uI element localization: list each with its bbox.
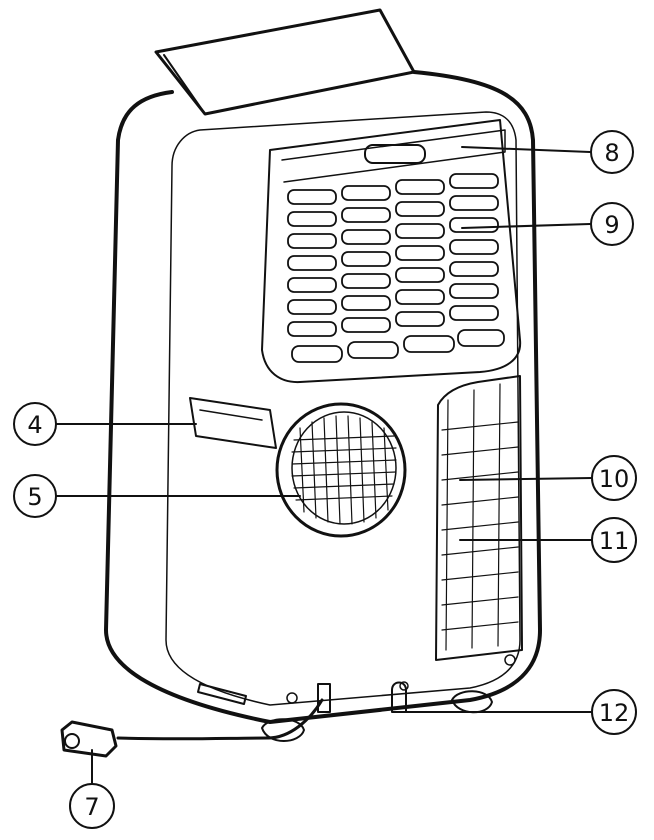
power-plug [60, 720, 118, 758]
callout-circle-11 [591, 517, 637, 563]
callout-circle-5 [13, 474, 57, 518]
upper-filter-frame [261, 119, 522, 384]
callout-circle-12 [591, 689, 637, 735]
callout-circle-9 [590, 202, 634, 246]
power-cord [116, 698, 324, 741]
rear-panel [165, 111, 521, 706]
callout-circle-10 [591, 455, 637, 501]
upper-grille [287, 173, 505, 363]
lower-filter-frame [435, 375, 523, 661]
leader-9 [461, 223, 591, 229]
callout-label-11: 11 [599, 527, 630, 555]
callout-label-10: 10 [599, 465, 630, 493]
callout-circle-7 [69, 783, 115, 829]
callout-label-5: 5 [27, 483, 42, 511]
callout-circle-4 [13, 402, 57, 446]
leader-10 [459, 477, 593, 481]
base-vent [197, 683, 247, 705]
callout-label-12: 12 [599, 699, 630, 727]
drain-port [317, 683, 331, 713]
callout-label-7: 7 [84, 793, 99, 821]
exhaust-outlet-ring [275, 402, 407, 538]
leader-8 [461, 146, 591, 153]
housing-outline [104, 70, 542, 724]
exhaust-outlet-grid [291, 415, 397, 525]
carry-handle-slot [189, 397, 277, 449]
callout-circle-8 [590, 130, 634, 174]
callout-label-8: 8 [604, 139, 619, 167]
callout-label-4: 4 [27, 411, 42, 439]
callout-label-9: 9 [604, 211, 619, 239]
lower-grille [441, 383, 519, 651]
bottom-drain [391, 681, 407, 713]
